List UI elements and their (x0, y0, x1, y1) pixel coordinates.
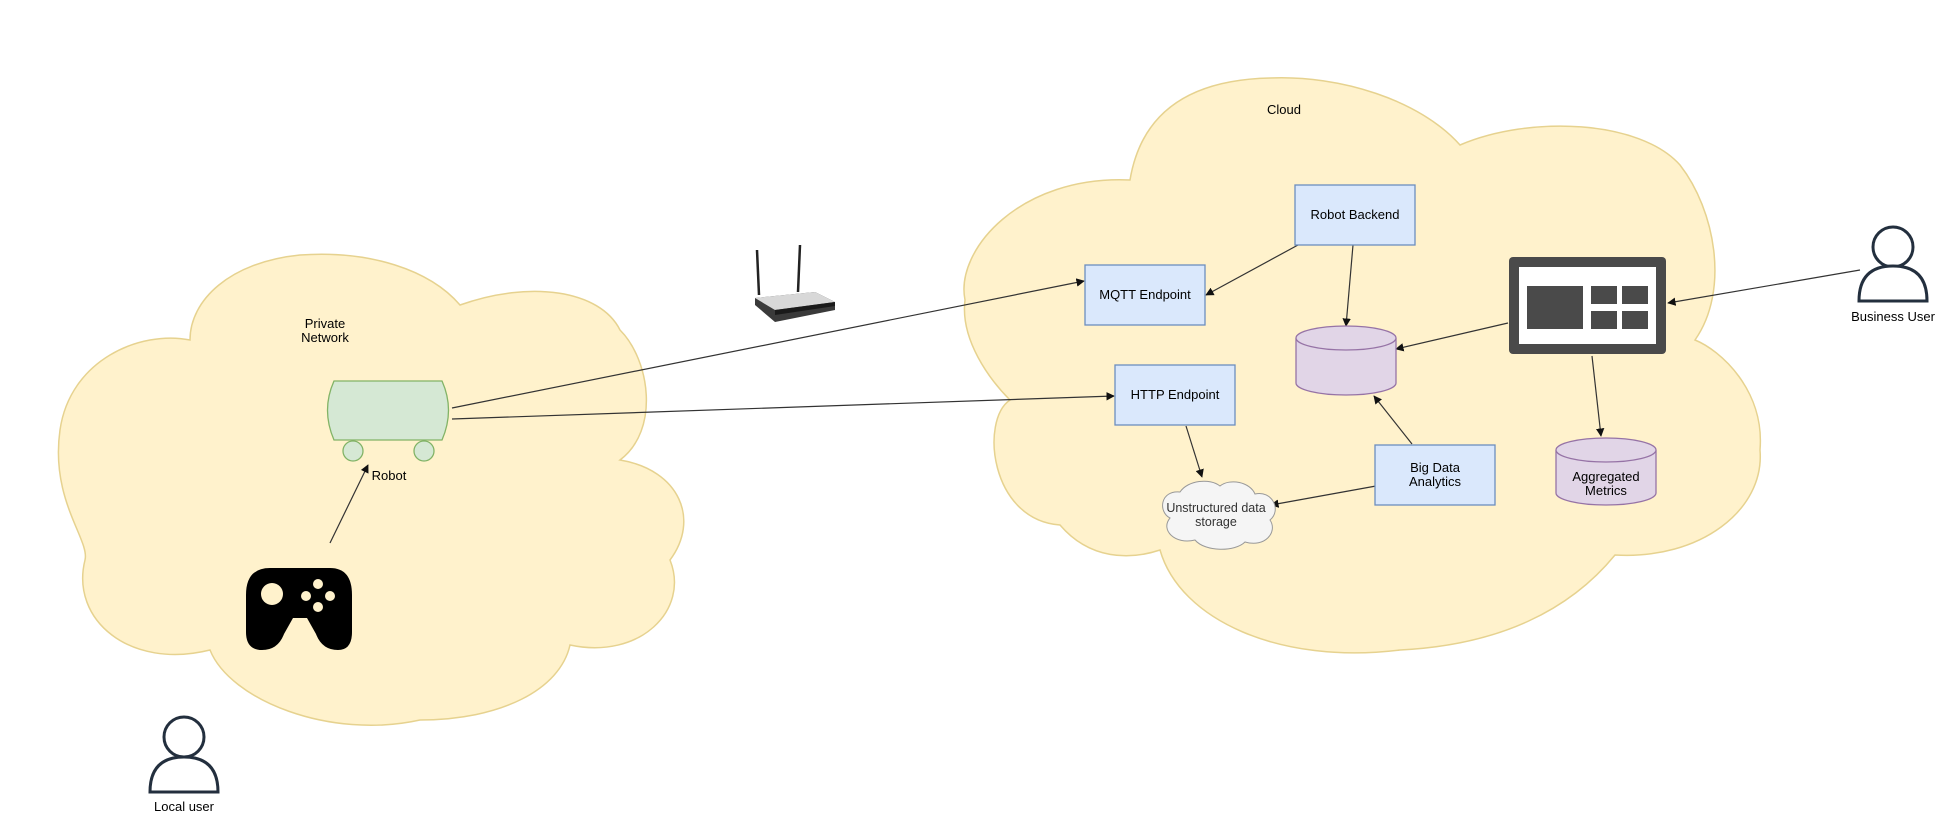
aggregated-metrics-db[interactable]: Aggregated Metrics (1555, 437, 1657, 506)
private-network-label-1: Private (305, 316, 345, 331)
mqtt-endpoint-label: MQTT Endpoint (1099, 287, 1191, 302)
edge-backend-to-mqtt (1205, 244, 1299, 296)
private-network-label-2: Network (301, 330, 349, 345)
database-icon[interactable] (1295, 325, 1397, 396)
business-user-icon: Business User (1851, 225, 1936, 324)
private-network-cloud: Private Network (57, 253, 685, 727)
unstructured-storage-label-1: Unstructured data (1166, 501, 1265, 515)
wifi-router-icon (755, 244, 835, 322)
aggregated-metrics-label-1: Aggregated (1572, 469, 1639, 484)
mqtt-endpoint-node[interactable]: MQTT Endpoint (1084, 264, 1206, 326)
gamepad-icon (246, 568, 352, 650)
edges (329, 244, 1861, 544)
robot-icon[interactable]: Robot (326, 380, 450, 483)
robot-backend-node[interactable]: Robot Backend (1294, 184, 1416, 246)
unstructured-storage-cloud[interactable]: Unstructured data storage (1162, 480, 1276, 550)
aggregated-metrics-label-2: Metrics (1585, 483, 1627, 498)
edge-user-to-dashboard (1667, 269, 1861, 306)
edge-robot-to-http (451, 392, 1115, 420)
edge-gamepad-to-robot (329, 464, 369, 544)
http-endpoint-node[interactable]: HTTP Endpoint (1114, 364, 1236, 426)
local-user-label: Local user (154, 799, 215, 814)
edge-backend-to-db (1342, 244, 1354, 327)
robot-label: Robot (372, 468, 407, 483)
big-data-analytics-label-2: Analytics (1409, 474, 1462, 489)
unstructured-storage-label-2: storage (1195, 515, 1237, 529)
local-user-icon: Local user (148, 715, 220, 814)
robot-backend-label: Robot Backend (1311, 207, 1400, 222)
business-user-label: Business User (1851, 309, 1935, 324)
http-endpoint-label: HTTP Endpoint (1131, 387, 1220, 402)
edge-dashboard-to-metrics (1591, 355, 1605, 437)
edge-robot-to-mqtt (451, 278, 1085, 409)
edge-dashboard-to-db (1395, 322, 1509, 352)
big-data-analytics-label-1: Big Data (1410, 460, 1461, 475)
edge-http-to-storage (1185, 425, 1204, 478)
edge-analytics-to-db (1373, 395, 1413, 445)
dashboard-icon[interactable] (1509, 257, 1666, 354)
edge-analytics-to-storage (1270, 485, 1377, 508)
big-data-analytics-node[interactable]: Big Data Analytics (1374, 444, 1496, 506)
cloud-label: Cloud (1267, 102, 1301, 117)
